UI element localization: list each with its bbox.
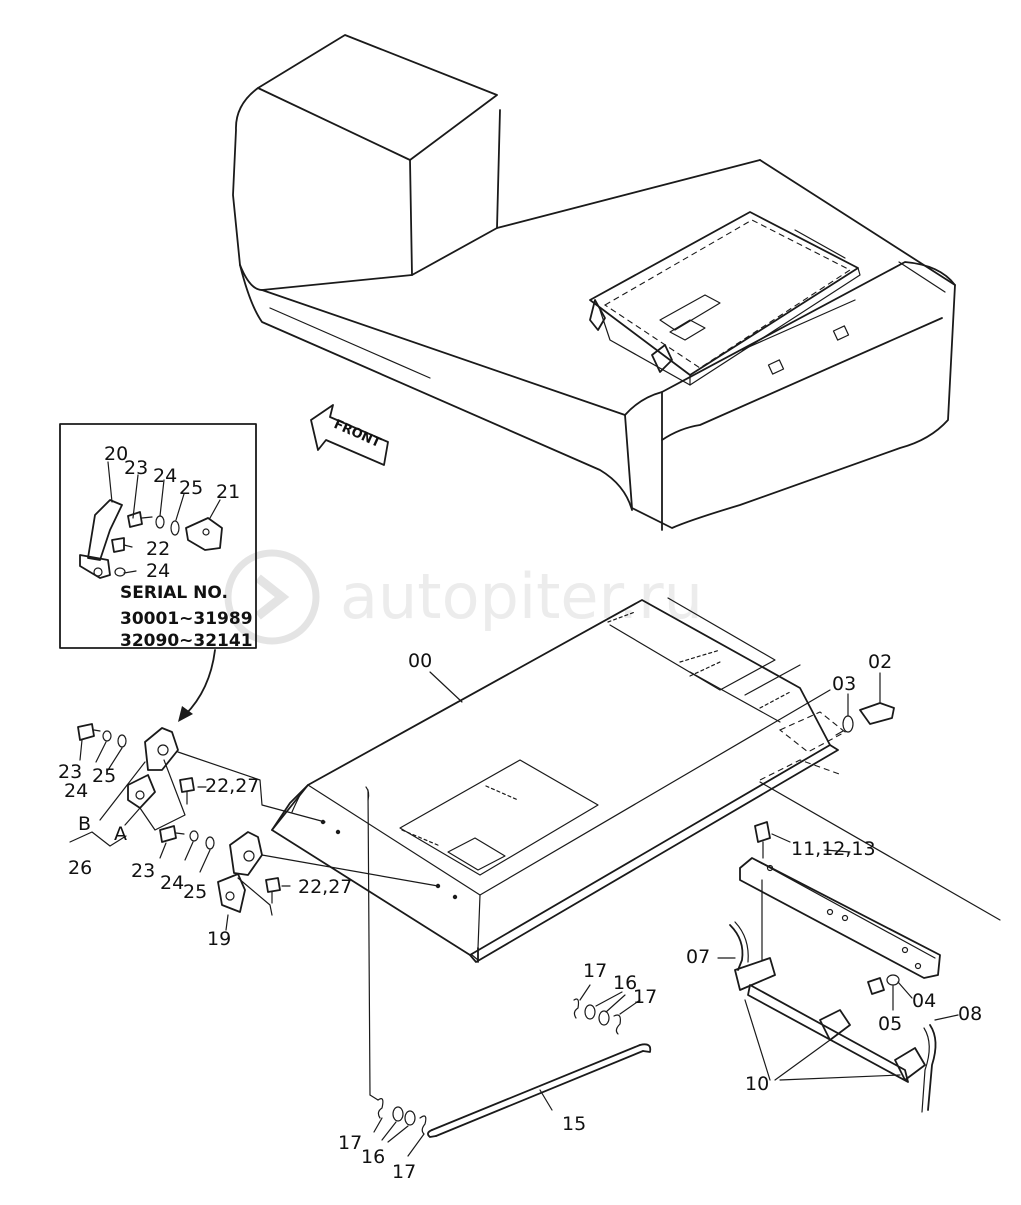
inset-label-21: 21 bbox=[216, 481, 240, 503]
inset-label-22: 22 bbox=[146, 538, 170, 560]
inset-label-24a: 24 bbox=[153, 465, 177, 487]
watermark-text: autopiter.ru bbox=[340, 560, 703, 633]
machine-body bbox=[232, 34, 956, 531]
label-22-27-lower: 22,27 bbox=[298, 876, 352, 898]
inset-serial-range-1: 30001~31989 bbox=[120, 609, 253, 629]
inset-label-24b: 24 bbox=[146, 560, 170, 582]
label-23-upper: 23 bbox=[58, 761, 82, 783]
label-17-top-left: 17 bbox=[583, 960, 607, 982]
label-17-bottom-right: 17 bbox=[392, 1161, 416, 1183]
label-23-lower: 23 bbox=[131, 860, 155, 882]
inset-serial-range-2: 32090~32141 bbox=[120, 631, 253, 651]
label-10: 10 bbox=[745, 1073, 769, 1095]
inset-label-25: 25 bbox=[179, 477, 203, 499]
latch-assembly-upper bbox=[77, 723, 326, 831]
label-19: 19 bbox=[207, 928, 231, 950]
label-24-lower: 24 bbox=[160, 872, 184, 894]
label-11-12-13: 11,12,13 bbox=[791, 838, 876, 860]
label-17-top-right: 17 bbox=[633, 986, 657, 1008]
label-16-top: 16 bbox=[613, 972, 637, 994]
label-25-upper: 25 bbox=[92, 765, 116, 787]
label-25-lower: 25 bbox=[183, 881, 207, 903]
label-05: 05 bbox=[878, 1013, 902, 1035]
label-26: 26 bbox=[68, 857, 92, 879]
inset-label-20: 20 bbox=[104, 443, 128, 465]
leader-11 bbox=[824, 849, 851, 853]
label-00: 00 bbox=[408, 650, 432, 672]
label-07: 07 bbox=[686, 946, 710, 968]
support-frame bbox=[717, 672, 959, 1113]
inset-box: 20 23 24 25 21 22 24 SERIAL NO. 30001~31… bbox=[59, 423, 257, 722]
front-direction-arrow: FRONT bbox=[310, 404, 389, 466]
label-04: 04 bbox=[912, 990, 936, 1012]
label-bracket-26 bbox=[69, 831, 127, 847]
label-02: 02 bbox=[868, 651, 892, 673]
part-labels: 00 02 03 11,12,13 07 04 05 08 10 15 17 1… bbox=[58, 650, 982, 1183]
inset-label-23: 23 bbox=[124, 457, 148, 479]
watermark: autopiter.ru bbox=[224, 549, 703, 645]
label-24-upper: 24 bbox=[64, 780, 88, 802]
label-B: B bbox=[78, 813, 91, 835]
label-16-bottom: 16 bbox=[361, 1146, 385, 1168]
label-03: 03 bbox=[832, 673, 856, 695]
cover-panel bbox=[271, 597, 1001, 963]
leader-00 bbox=[429, 671, 463, 703]
inset-serial-heading: SERIAL NO. bbox=[120, 583, 228, 603]
label-15: 15 bbox=[562, 1113, 586, 1135]
label-17-bottom-left: 17 bbox=[338, 1132, 362, 1154]
label-A: A bbox=[114, 823, 127, 845]
label-22-27-upper: 22,27 bbox=[205, 775, 259, 797]
label-08: 08 bbox=[958, 1003, 982, 1025]
support-rod bbox=[367, 789, 652, 1157]
latch-assembly-lower bbox=[159, 825, 439, 931]
